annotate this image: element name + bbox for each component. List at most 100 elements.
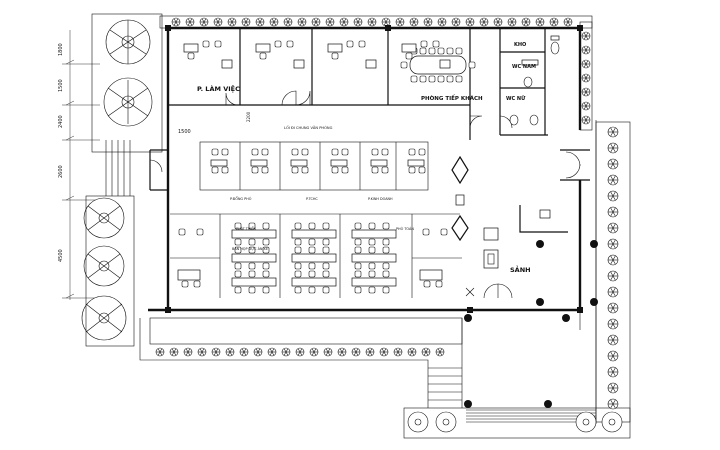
- desk: [231, 229, 277, 239]
- shrub: [607, 286, 619, 298]
- shrub: [435, 347, 445, 357]
- chair: [354, 262, 362, 270]
- shrub: [323, 347, 333, 357]
- chair: [294, 222, 302, 230]
- shrub: [607, 318, 619, 330]
- chair: [381, 148, 389, 156]
- chair: [371, 166, 379, 174]
- chair: [251, 166, 259, 174]
- shrub: [239, 347, 249, 357]
- desk: [293, 59, 305, 69]
- desk: [231, 277, 277, 287]
- chair: [234, 262, 242, 270]
- shrub: [297, 17, 307, 27]
- corner-trees: [407, 411, 623, 433]
- chair: [368, 286, 376, 294]
- chair: [382, 238, 390, 246]
- chair: [211, 166, 219, 174]
- dim-top-1: 1800: [58, 43, 64, 56]
- shrub: [367, 17, 377, 27]
- chair: [410, 75, 418, 83]
- chair: [308, 246, 316, 254]
- chair: [308, 262, 316, 270]
- shrub: [213, 17, 223, 27]
- shrub: [169, 347, 179, 357]
- shrub: [479, 17, 489, 27]
- label-kd: P.KINH DOANH: [368, 197, 393, 201]
- shrub: [241, 17, 251, 27]
- floor-light: [544, 400, 552, 408]
- chair: [381, 166, 389, 174]
- shrub: [407, 347, 417, 357]
- shrub: [227, 17, 237, 27]
- chair: [181, 280, 189, 288]
- chair: [437, 75, 445, 83]
- chair: [261, 166, 269, 174]
- shrub: [395, 17, 405, 27]
- chair: [308, 270, 316, 278]
- desk: [351, 277, 397, 287]
- chair: [405, 52, 413, 60]
- chair: [261, 148, 269, 156]
- shrub: [607, 382, 619, 394]
- chair: [419, 75, 427, 83]
- chair: [368, 238, 376, 246]
- desk: [221, 59, 233, 69]
- shrub: [581, 31, 591, 41]
- desk: [370, 159, 388, 167]
- shrub: [309, 347, 319, 357]
- dim-left-3: 2600: [58, 165, 64, 178]
- desk: [231, 253, 277, 263]
- chair: [331, 52, 339, 60]
- shrub: [607, 334, 619, 346]
- shrub: [295, 347, 305, 357]
- desk: [183, 43, 199, 53]
- chair: [248, 222, 256, 230]
- desk: [365, 59, 377, 69]
- shrub: [269, 17, 279, 27]
- shrub: [563, 17, 573, 27]
- door-swings: [149, 90, 581, 299]
- shrub: [351, 347, 361, 357]
- shrub: [311, 17, 321, 27]
- chair: [341, 148, 349, 156]
- desk: [401, 43, 417, 53]
- shrub: [607, 142, 619, 154]
- shrub: [521, 17, 531, 27]
- chair: [301, 166, 309, 174]
- chair: [322, 222, 330, 230]
- chair: [211, 148, 219, 156]
- dim-d1: 1500: [178, 129, 191, 135]
- chair: [382, 286, 390, 294]
- desk: [291, 229, 337, 239]
- chair: [286, 40, 294, 48]
- shrub: [381, 17, 391, 27]
- shrub: [225, 347, 235, 357]
- shrub: [267, 347, 277, 357]
- chair: [259, 52, 267, 60]
- chair: [400, 61, 408, 69]
- chair: [432, 40, 440, 48]
- shrub: [581, 101, 591, 111]
- trees-left: [81, 13, 163, 347]
- chair: [248, 270, 256, 278]
- desk: [407, 159, 425, 167]
- shrub: [451, 17, 461, 27]
- chair: [408, 166, 416, 174]
- shrub: [607, 254, 619, 266]
- chair: [301, 148, 309, 156]
- chair: [202, 40, 210, 48]
- shrub: [325, 17, 335, 27]
- chair: [322, 270, 330, 278]
- shrub: [353, 17, 363, 27]
- chair: [382, 270, 390, 278]
- chair: [291, 148, 299, 156]
- chair: [408, 148, 416, 156]
- desk: [291, 277, 337, 287]
- chair: [294, 270, 302, 278]
- dim-d2: 2200: [246, 111, 251, 122]
- shrub: [549, 17, 559, 27]
- desk: [351, 229, 397, 239]
- chair: [193, 280, 201, 288]
- shrub: [183, 347, 193, 357]
